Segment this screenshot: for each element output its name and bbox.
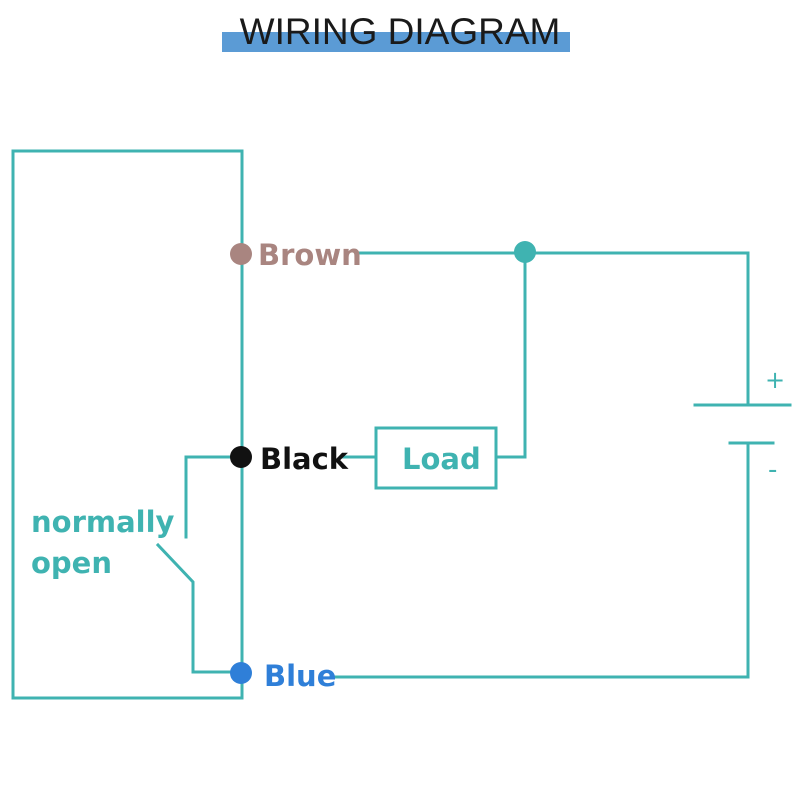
blue-terminal-dot — [230, 662, 252, 684]
load-label: Load — [402, 442, 481, 476]
switch-blade — [155, 542, 244, 674]
title-highlight-bar — [222, 32, 570, 52]
sensor-body — [11, 149, 244, 700]
switch-label-line1: normally — [31, 505, 175, 539]
blue-label: Blue — [264, 659, 336, 693]
load-box — [374, 426, 498, 490]
brown-label: Brown — [258, 238, 362, 272]
wires — [11, 149, 792, 700]
switch-label-line2: open — [31, 546, 112, 580]
switch-upper-contact — [184, 455, 244, 539]
minus-label: - — [768, 455, 777, 485]
junction-dot — [514, 241, 536, 263]
plus-label: + — [765, 366, 785, 394]
brown-terminal-dot — [230, 243, 252, 265]
black-label: Black — [260, 442, 349, 476]
diagram-title: WIRING DIAGRAM — [239, 11, 561, 52]
black-terminal-dot — [230, 446, 252, 468]
